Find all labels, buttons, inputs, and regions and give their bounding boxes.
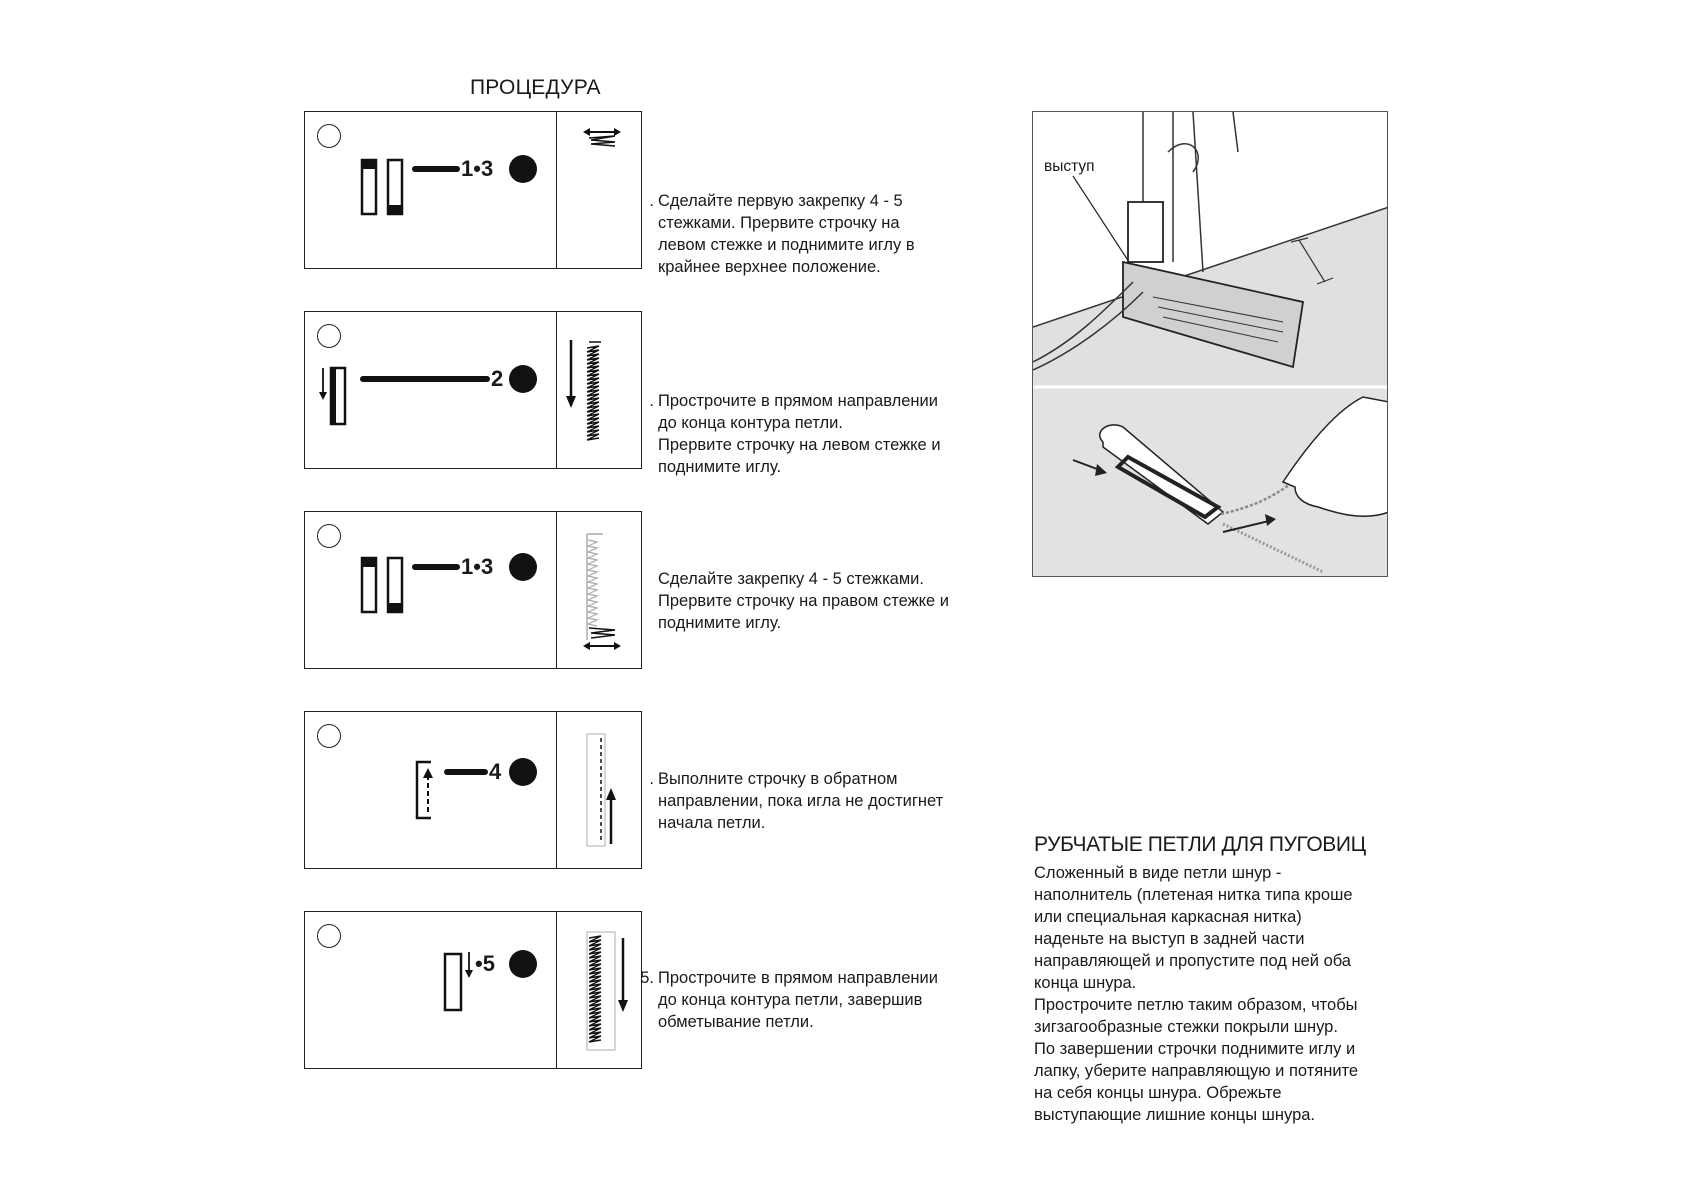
presser-foot-illustration (1033, 112, 1387, 574)
step-number-circle (317, 524, 341, 548)
step-number: . (649, 392, 654, 410)
step-number-circle (317, 124, 341, 148)
step-number: 5. (640, 969, 654, 987)
buttonhole-dial-icon (360, 553, 537, 614)
step-2-diagram: 2 (304, 311, 642, 469)
buttonhole-dial-icon (360, 155, 537, 216)
bartack-bottom-stitch-icon (583, 533, 621, 650)
dial-setting-label: 1•3 (461, 156, 494, 181)
dial-setting-label: 1•3 (461, 554, 494, 579)
page-title: ПРОЦЕДУРА (470, 76, 601, 99)
corded-buttonholes-title: РУБЧАТЫЕ ПЕТЛИ ДЛЯ ПУГОВИЦ (1034, 833, 1366, 856)
dial-setting-label: 2 (491, 366, 504, 391)
finish-buttonhole-stitch-icon (586, 931, 628, 1051)
buttonhole-dial-icon (415, 758, 537, 820)
step-5-diagram: •5 (304, 911, 642, 1069)
dial-setting-label: 4 (489, 759, 502, 784)
right-seam-stitch-icon (586, 733, 616, 847)
step-4-diagram: 4 (304, 711, 642, 869)
buttonhole-dial-icon (319, 365, 537, 426)
corded-buttonholes-text: Сложенный в виде петли шнур -наполнитель… (1034, 864, 1359, 1124)
step-number-circle (317, 724, 341, 748)
step-number-circle (317, 924, 341, 948)
step-number: . (649, 770, 654, 788)
bartack-stitch-icon (583, 128, 621, 147)
dial-setting-label: •5 (475, 951, 495, 976)
left-seam-stitch-icon (566, 340, 601, 441)
step-number-circle (317, 324, 341, 348)
step-3-diagram: 1•3 (304, 511, 642, 669)
protrusion-callout-label: выступ (1044, 158, 1095, 175)
step-3-text: Сделайте закрепку 4 - 5 стежками.Прервит… (658, 570, 950, 632)
buttonhole-dial-icon (443, 950, 537, 1012)
step-number: . (649, 192, 654, 210)
corded-buttonhole-illustration (1032, 111, 1388, 577)
step-1-diagram: 1•3 (304, 111, 642, 269)
